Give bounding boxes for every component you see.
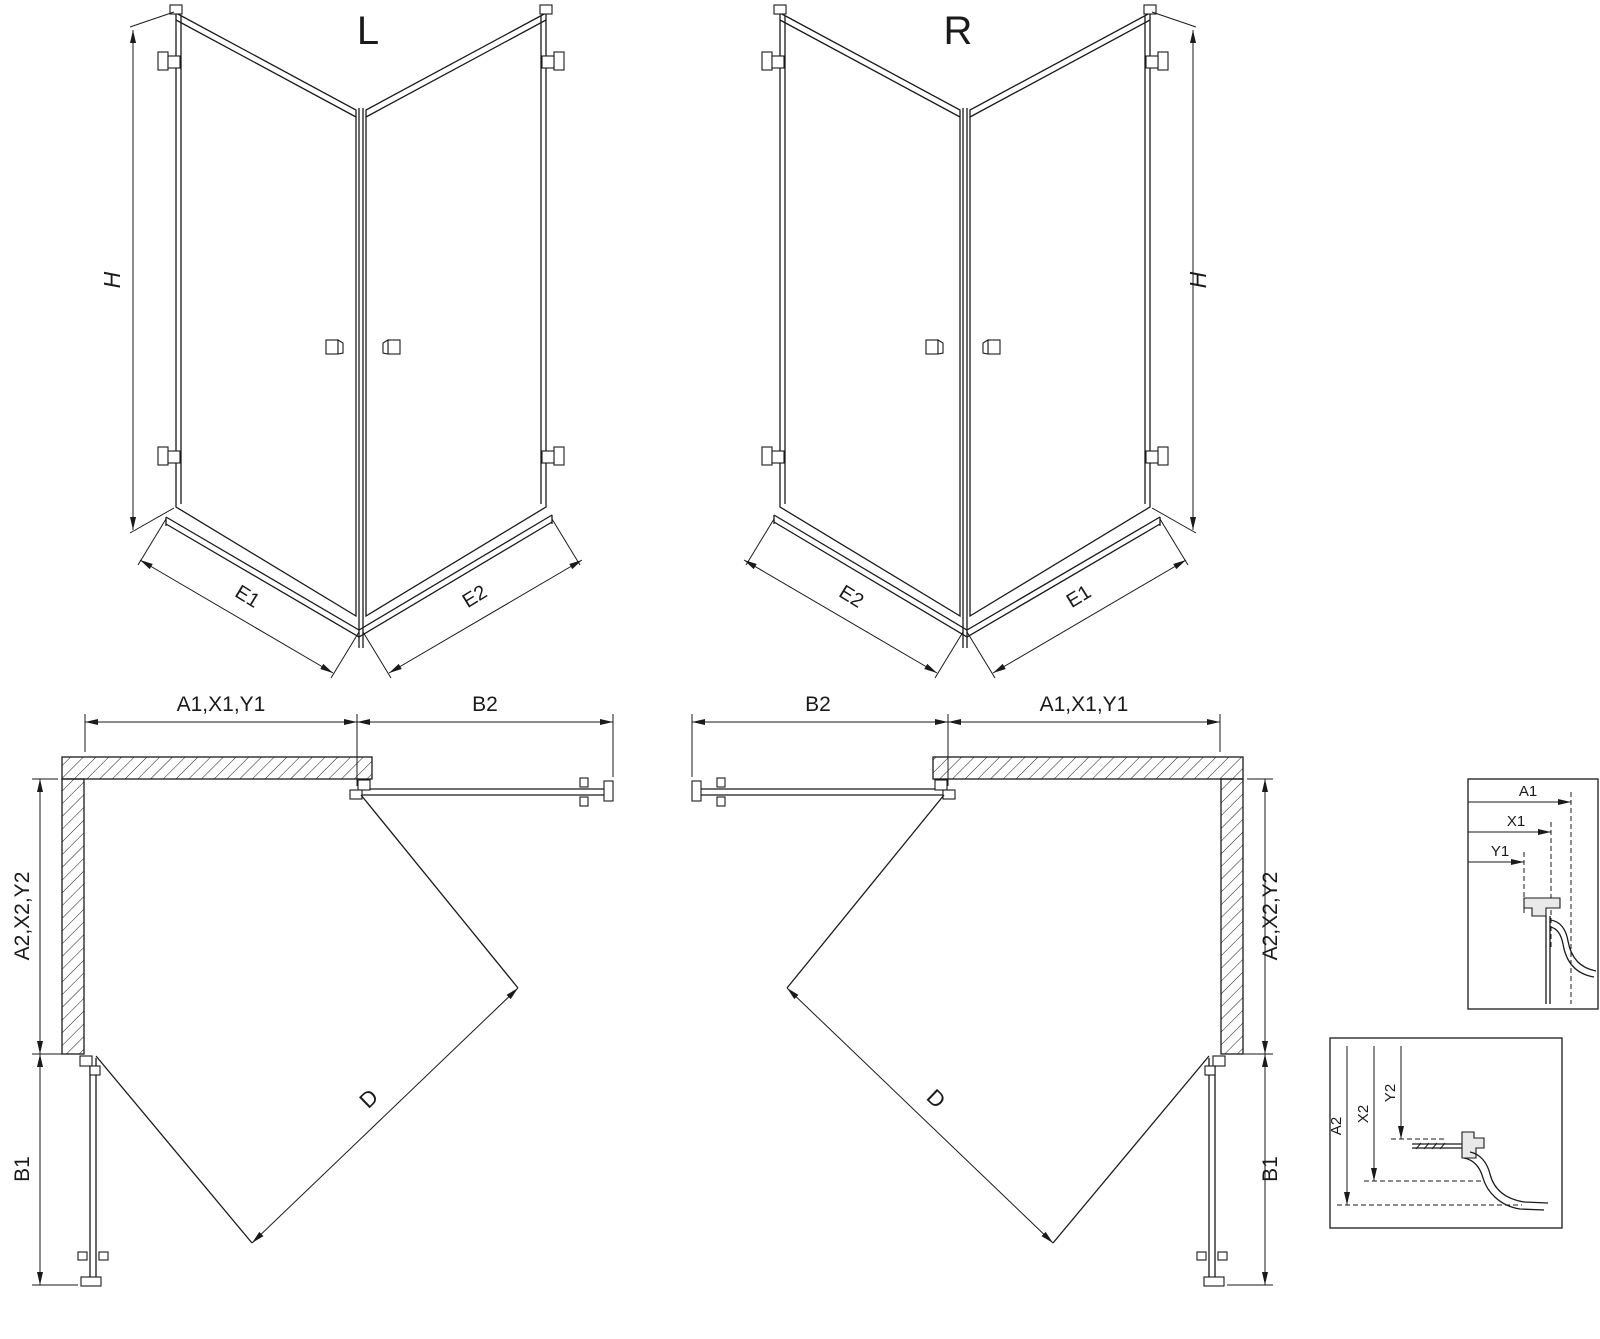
detail-h-profile-section xyxy=(1523,897,1597,1004)
l-plan-dimension-side: A2,X2,Y2 B1 xyxy=(11,778,78,1286)
l-plan-door-swing-top xyxy=(360,794,519,989)
r-plan-dimension-side: A2,X2,Y2 B1 xyxy=(1227,778,1282,1286)
r-plan-top-wall xyxy=(932,756,1244,780)
l-e2-label: E2 xyxy=(459,581,491,613)
r-plan-door-swing-right xyxy=(1052,1055,1210,1244)
l-plan-door-swing-left xyxy=(95,1055,253,1244)
r-hinge-icons xyxy=(761,51,1169,466)
detail-y2-label: Y2 xyxy=(1382,1084,1399,1102)
l-plan-door-top-handle-icon xyxy=(579,777,589,788)
l-height-label: H xyxy=(99,271,125,288)
r-plan-dimension-diagonal: D xyxy=(786,987,1054,1244)
r-plan-right-wall xyxy=(1220,778,1244,1055)
detail-horizontal-section: A1 X1 Y1 xyxy=(1467,778,1599,1010)
l-plan-door-left-open xyxy=(77,1055,109,1287)
r-view-title: R xyxy=(944,9,973,53)
l-plan-depth-label: A2,X2,Y2 xyxy=(11,872,34,961)
r-glass-panel-left xyxy=(779,11,961,618)
detail-a1-label: A1 xyxy=(1519,783,1537,800)
r-plan-door-top-open xyxy=(691,777,956,807)
r-dimension-height: H xyxy=(1151,11,1211,534)
r-plan-dimension-top: B2 A1,X1,Y1 xyxy=(691,693,1221,786)
r-plan-door-swing-top xyxy=(786,794,945,989)
l-corner-profile xyxy=(358,108,364,648)
l-plan-diagonal-label: D xyxy=(354,1084,383,1113)
r-3d-view: R xyxy=(743,4,1211,679)
r-e1-label: E1 xyxy=(1063,581,1095,613)
l-glass-panel-right xyxy=(365,11,547,618)
l-plan-door-left-handle-icon xyxy=(77,1251,88,1261)
r-plan-door-top-endcap xyxy=(691,780,702,802)
r-e2-label: E2 xyxy=(835,581,867,613)
detail-h-frame xyxy=(1467,778,1599,1010)
l-e1-label: E1 xyxy=(231,581,263,613)
detail-x2-label: X2 xyxy=(1355,1105,1372,1123)
l-dimension-height: H xyxy=(99,11,175,534)
detail-y1-label: Y1 xyxy=(1491,843,1509,860)
detail-v-profile-section xyxy=(1412,1131,1549,1211)
l-3d-view: L xyxy=(99,4,583,679)
r-plan-door-depth-label: B1 xyxy=(1259,1156,1282,1182)
l-plan-door-top-hinge-icon xyxy=(357,779,371,791)
l-plan-door-left-hinge-icon xyxy=(79,1055,93,1067)
detail-a2-label: A2 xyxy=(1328,1117,1345,1135)
r-plan-door-right-endcap xyxy=(1203,1276,1225,1287)
detail-vertical-section: A2 X2 Y2 xyxy=(1328,1037,1563,1229)
l-plan-view: D A1,X1,Y1 B2 A2,X2,Y2 B1 xyxy=(11,693,614,1287)
r-plan-door-right-hinge-icon xyxy=(1212,1055,1226,1067)
l-plan-dimension-diagonal: D xyxy=(251,987,519,1244)
l-plan-top-wall xyxy=(61,756,373,780)
l-plan-door-depth-label: B1 xyxy=(11,1156,34,1182)
r-plan-door-right-handle-icon xyxy=(1217,1251,1228,1261)
r-plan-door-width-label: B2 xyxy=(805,693,831,716)
r-plan-door-top-hinge-icon xyxy=(934,779,948,791)
l-plan-door-top-endcap xyxy=(603,780,614,802)
r-plan-depth-label: A2,X2,Y2 xyxy=(1259,872,1282,961)
r-corner-profile xyxy=(962,108,968,648)
l-view-title: L xyxy=(357,9,379,53)
l-glass-panel-left xyxy=(175,11,357,618)
r-plan-door-top-handle-icon xyxy=(716,777,726,788)
r-plan-view: D B2 A1,X1,Y1 A2,X2,Y2 B1 xyxy=(691,693,1282,1287)
r-plan-width-label: A1,X1,Y1 xyxy=(1040,693,1129,716)
l-hinge-icons xyxy=(157,51,565,466)
detail-v-frame xyxy=(1329,1037,1563,1229)
l-plan-left-wall xyxy=(61,778,85,1055)
l-plan-door-top-open xyxy=(349,777,614,807)
r-plan-door-right-open xyxy=(1196,1055,1228,1287)
l-plan-width-label: A1,X1,Y1 xyxy=(177,693,266,716)
r-plan-diagonal-label: D xyxy=(922,1084,951,1113)
r-height-label: H xyxy=(1185,271,1211,288)
detail-x1-label: X1 xyxy=(1507,813,1525,830)
l-plan-dimension-top: A1,X1,Y1 B2 xyxy=(84,693,614,786)
l-plan-door-left-endcap xyxy=(80,1276,102,1287)
r-glass-panel-right xyxy=(969,11,1151,618)
l-plan-door-width-label: B2 xyxy=(472,693,498,716)
